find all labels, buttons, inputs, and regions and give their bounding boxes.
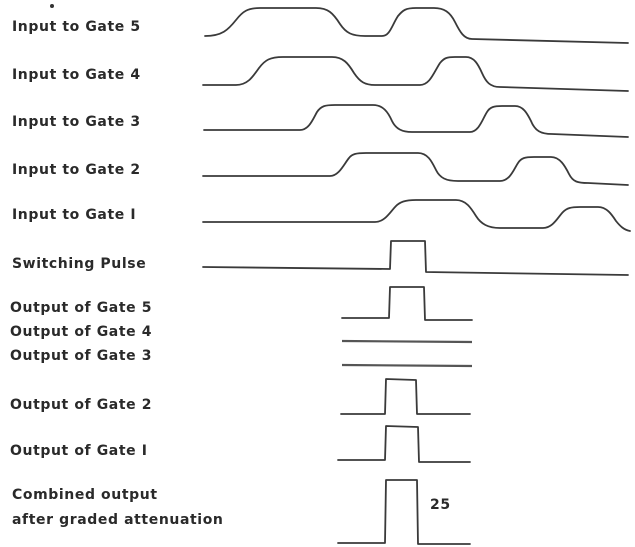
label-combined-output: Combined output — [12, 487, 158, 503]
label-output-gate-1: Output of Gate I — [10, 443, 148, 459]
label-output-gate-4: Output of Gate 4 — [10, 324, 152, 340]
waveform-input-gate-2 — [202, 152, 629, 186]
label-output-gate-2: Output of Gate 2 — [10, 397, 152, 413]
waveform-switching-pulse — [202, 240, 629, 276]
waveform-output-gate-3 — [341, 363, 473, 368]
label-input-gate-4: Input to Gate 4 — [12, 67, 141, 83]
waveform-output-gate-2 — [340, 378, 471, 415]
waveform-combined-output — [337, 479, 471, 545]
label-input-gate-5: Input to Gate 5 — [12, 19, 141, 35]
waveform-output-gate-1 — [337, 425, 471, 463]
label-input-gate-2: Input to Gate 2 — [12, 162, 141, 178]
label-input-gate-3: Input to Gate 3 — [12, 114, 141, 130]
label-output-gate-3: Output of Gate 3 — [10, 348, 152, 364]
label-after-graded-attenuation: after graded attenuation — [12, 512, 223, 528]
waveform-input-gate-5 — [204, 7, 629, 44]
combined-output-value: 25 — [430, 497, 451, 513]
waveform-input-gate-3 — [203, 104, 629, 138]
waveform-output-gate-5 — [341, 286, 473, 321]
label-output-gate-5: Output of Gate 5 — [10, 300, 152, 316]
waveform-input-gate-4 — [202, 56, 629, 92]
label-input-gate-1: Input to Gate I — [12, 207, 136, 223]
ink-dot — [50, 4, 54, 8]
label-switching-pulse: Switching Pulse — [12, 256, 146, 272]
waveform-input-gate-1 — [202, 199, 631, 232]
waveform-output-gate-4 — [341, 339, 473, 344]
